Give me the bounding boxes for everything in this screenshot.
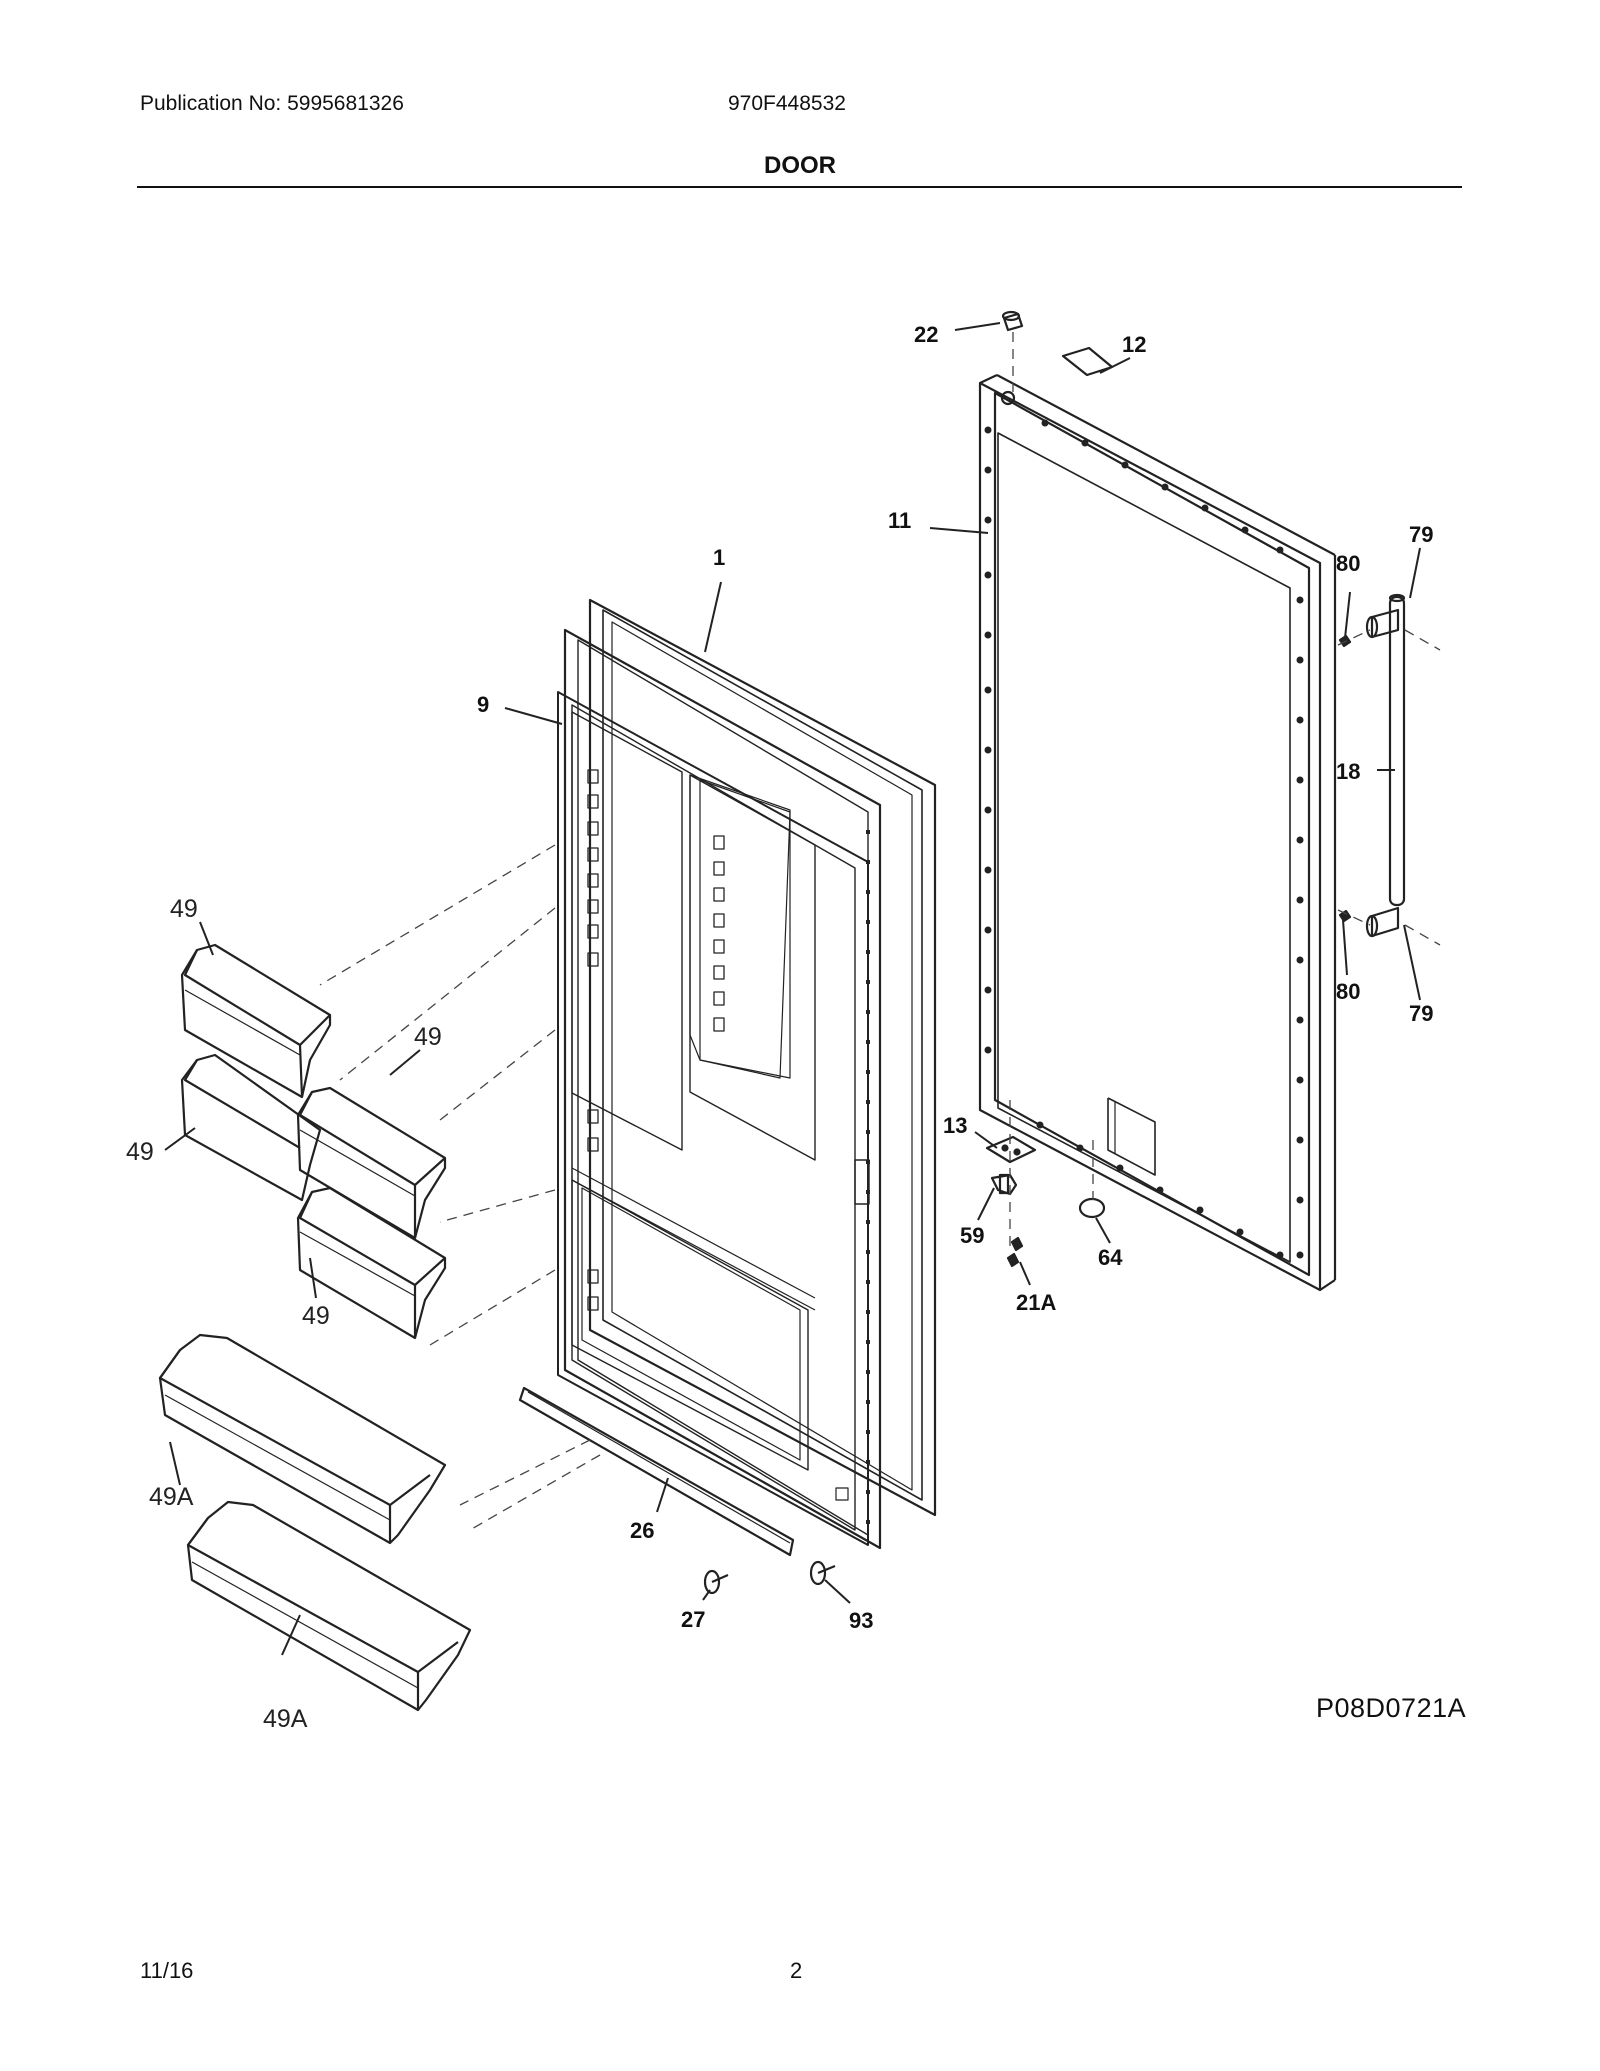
outer-door-panel [978, 374, 1337, 1292]
publication-number: Publication No: 5995681326 [140, 92, 404, 115]
door-bin-mid-left [180, 1053, 322, 1202]
door-gasket [588, 598, 937, 1517]
hinge-parts [985, 1135, 1106, 1268]
callout-11: 11 [888, 508, 911, 533]
callout-21a: 21A [1016, 1290, 1056, 1315]
door-bin-low-right [296, 1186, 447, 1340]
callout-49-a: 49 [170, 895, 198, 923]
callout-79-bottom: 79 [1409, 1001, 1433, 1026]
callout-59: 59 [960, 1223, 984, 1248]
callout-49a-bottom: 49A [263, 1705, 308, 1733]
door-bin-mid-right [296, 1086, 447, 1240]
callout-49-d: 49 [302, 1302, 330, 1330]
long-bin-upper [158, 1333, 447, 1545]
callout-79-top: 79 [1409, 522, 1433, 547]
callout-1: 1 [713, 545, 725, 570]
callout-64: 64 [1098, 1245, 1123, 1270]
callout-93: 93 [849, 1608, 873, 1633]
callout-26: 26 [630, 1518, 654, 1543]
door-handle [1338, 593, 1406, 938]
model-number: 970F448532 [728, 92, 846, 115]
diagram-code: P08D0721A [1316, 1693, 1467, 1723]
callout-80-bottom: 80 [1336, 979, 1360, 1004]
callout-49-c: 49 [126, 1138, 154, 1166]
callout-49a-top: 49A [149, 1483, 194, 1511]
door-liner [557, 628, 882, 1550]
header-rule [137, 186, 1462, 188]
push-pins [703, 1560, 836, 1595]
trim-strip [518, 1386, 795, 1557]
section-title: DOOR [764, 152, 836, 179]
long-bin-lower [186, 1500, 472, 1712]
callout-12: 12 [1122, 332, 1146, 357]
callout-27: 27 [681, 1607, 705, 1632]
callout-49-b: 49 [414, 1023, 442, 1051]
callout-18: 18 [1336, 759, 1360, 784]
footer-date: 11/16 [140, 1958, 194, 1983]
door-bin-top-left [180, 943, 332, 1099]
callout-13: 13 [943, 1113, 967, 1138]
callout-80-top: 80 [1336, 551, 1360, 576]
callout-9: 9 [477, 692, 489, 717]
top-cap-and-label [1001, 310, 1114, 377]
callout-22: 22 [914, 322, 938, 347]
page-number: 2 [790, 1958, 803, 1983]
